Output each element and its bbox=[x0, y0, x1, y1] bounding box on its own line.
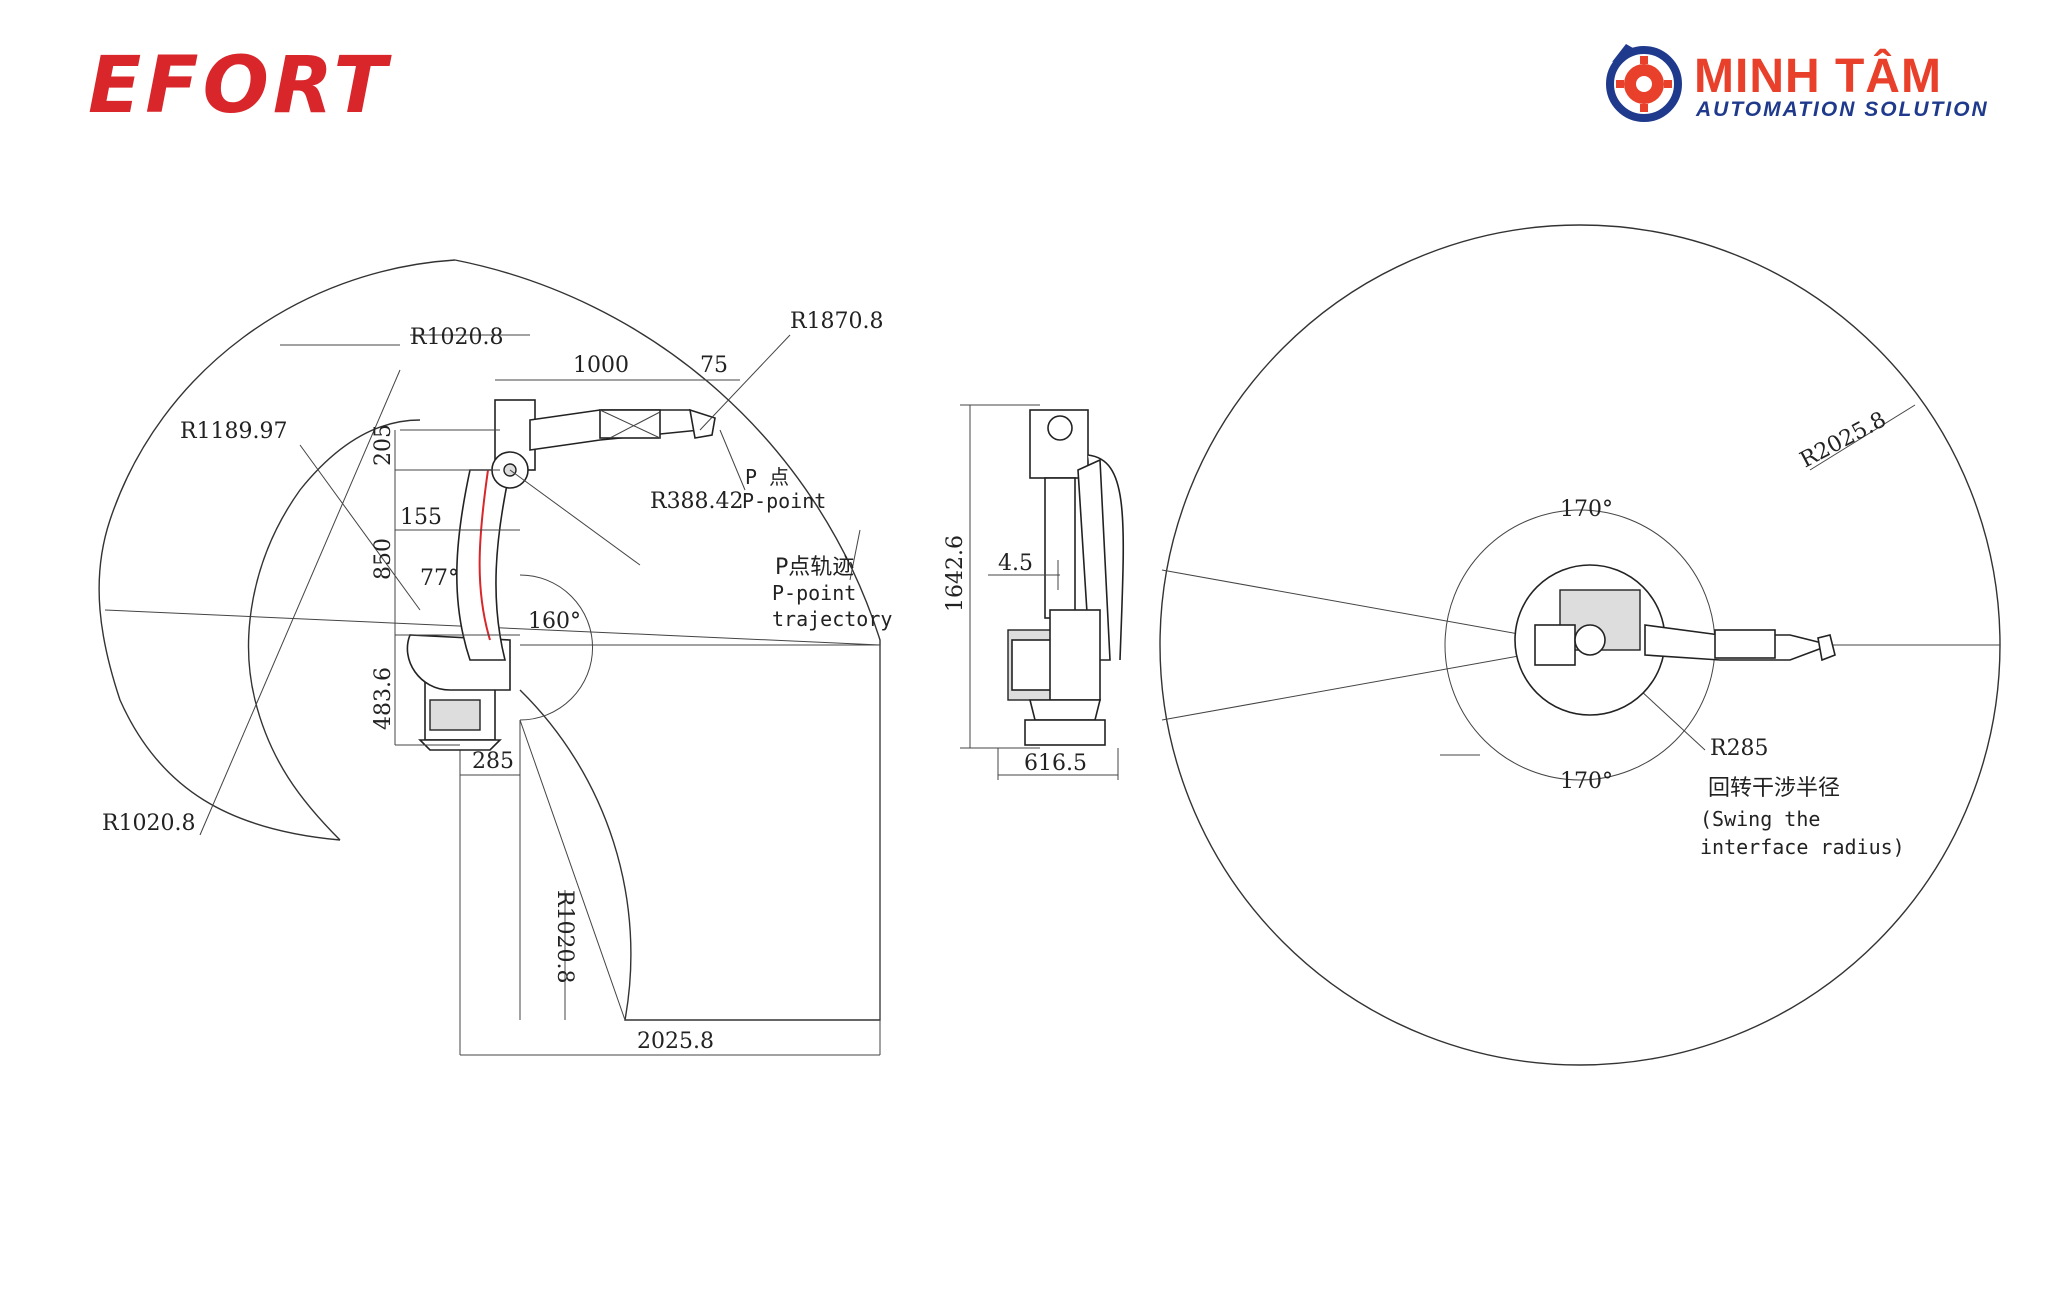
label-p-point-cn: P 点 bbox=[745, 465, 789, 489]
label-p-point-en: P-point bbox=[742, 489, 826, 513]
dim-angle-160: 160° bbox=[528, 609, 581, 634]
dim-wrist-offset: 75 bbox=[700, 353, 728, 378]
dim-front-offset: 4.5 bbox=[998, 551, 1033, 576]
dim-height-850: 850 bbox=[371, 538, 396, 580]
dim-base-height: 483.6 bbox=[371, 667, 396, 730]
dim-r-inner: R1189.97 bbox=[180, 419, 288, 444]
dim-total-reach: 2025.8 bbox=[637, 1029, 714, 1054]
dim-r-lower-left: R1020.8 bbox=[102, 811, 196, 836]
dim-front-width: 616.5 bbox=[1024, 751, 1087, 776]
efort-logo-text: EFORT bbox=[88, 41, 392, 131]
label-trajectory-en-1: P-point bbox=[772, 581, 856, 605]
label-trajectory-cn: P点轨迹 bbox=[775, 555, 854, 580]
dim-angle-top: 170° bbox=[1560, 497, 1613, 522]
dim-angle-bottom: 170° bbox=[1560, 769, 1613, 794]
dim-r-bottom: R1020.8 bbox=[552, 890, 577, 984]
robot-front-drawing bbox=[1007, 409, 1125, 746]
label-swing-cn: 回转干涉半径 bbox=[1708, 776, 1840, 801]
gear-icon bbox=[1606, 44, 1682, 122]
robot-side-drawing bbox=[406, 399, 716, 751]
minh-tam-logo: MINH TÂM AUTOMATION SOLUTION bbox=[1606, 44, 1989, 122]
dim-r-small: R388.42 bbox=[650, 489, 744, 514]
top-view: R2025.8 170° 170° R285 回转干涉半径 (Swing the… bbox=[1159, 224, 2001, 1066]
dim-height-205: 205 bbox=[371, 424, 396, 466]
dim-base-offset: 285 bbox=[472, 749, 514, 774]
dim-r-upper: R1020.8 bbox=[410, 325, 504, 350]
label-swing-en-2: interface radius) bbox=[1700, 835, 1905, 859]
label-swing-en-1: (Swing the bbox=[1700, 807, 1820, 831]
efort-logo: EFORT bbox=[88, 41, 392, 131]
minh-tam-subtitle: AUTOMATION SOLUTION bbox=[1695, 98, 1989, 121]
dim-r-top: R1870.8 bbox=[790, 309, 884, 334]
minh-tam-title: MINH TÂM bbox=[1694, 48, 1942, 103]
dim-front-height: 1642.6 bbox=[943, 535, 968, 612]
side-view: R1870.8 R1020.8 R1189.97 R1020.8 R388.42… bbox=[98, 259, 892, 1056]
dim-angle-77: 77° bbox=[420, 566, 459, 591]
dim-swing-radius: R285 bbox=[1710, 736, 1769, 761]
robot-top-drawing bbox=[1514, 564, 1836, 716]
front-view: 1642.6 4.5 616.5 bbox=[943, 404, 1125, 780]
dim-offset-155: 155 bbox=[400, 505, 442, 530]
dim-top-reach: R2025.8 bbox=[1796, 407, 1890, 473]
reach-envelope-outer bbox=[454, 259, 881, 1021]
dim-arm-length: 1000 bbox=[573, 353, 629, 378]
label-trajectory-en-2: trajectory bbox=[772, 607, 892, 631]
